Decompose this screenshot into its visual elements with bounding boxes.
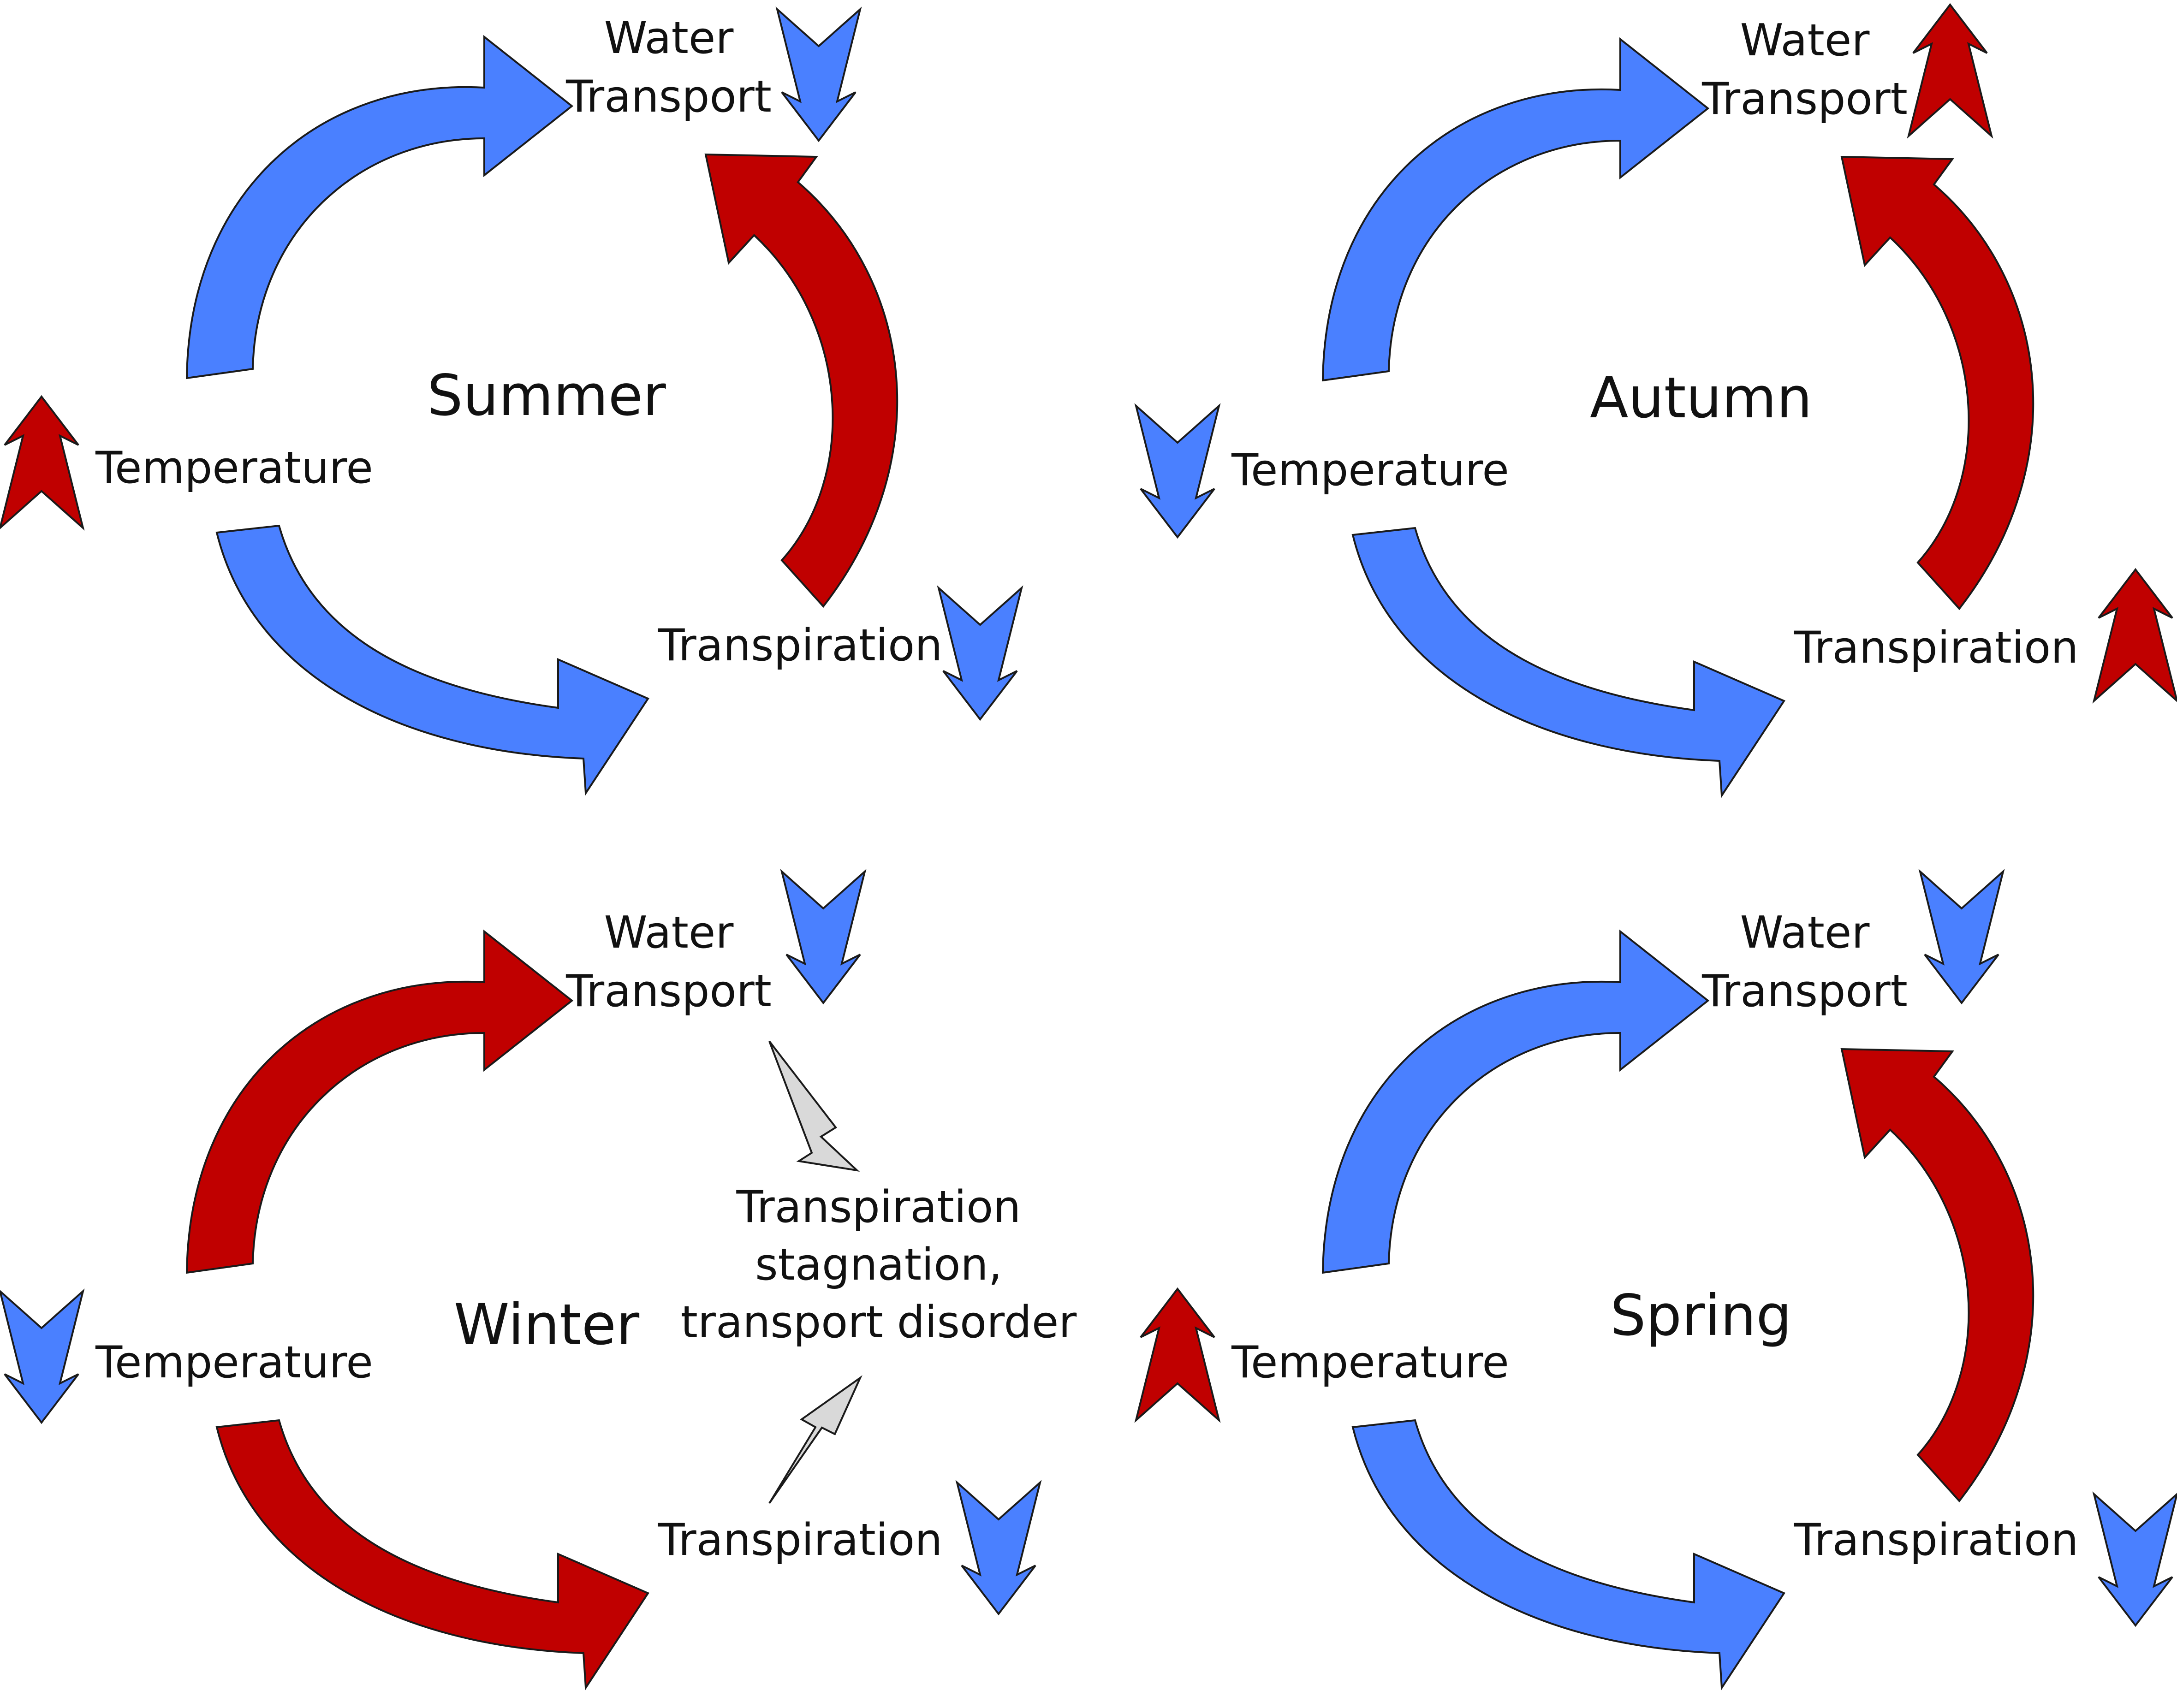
- temperature-label: Temperature: [95, 443, 373, 493]
- trend-arrow-water-transport: [780, 869, 867, 1005]
- transport-label: Transport: [1701, 966, 1908, 1017]
- trend-arrow-temperature: [1134, 403, 1221, 539]
- panel-spring: Spring Water Transport Temperature Trans…: [1134, 869, 2177, 1691]
- panel-summer: Summer Water Transport Temperature Trans…: [0, 6, 1023, 796]
- pointer-arrow-from-water-transport: [768, 1040, 860, 1172]
- trend-arrow-transpiration: [937, 585, 1023, 721]
- trend-arrow-water-transport: [1918, 869, 2005, 1005]
- season-title: Summer: [427, 363, 666, 428]
- panel-winter: Winter Water Transport Temperature Trans…: [0, 869, 1077, 1691]
- transport-label: Transport: [565, 71, 772, 122]
- temperature-label: Temperature: [95, 1337, 373, 1388]
- cycle-arrow-temperature-to-water: [185, 929, 574, 1274]
- cycle-arrow-transpiration-to-water: [1840, 155, 2034, 611]
- note-line-1: Transpiration: [736, 1182, 1021, 1233]
- transport-label: Transport: [565, 966, 772, 1017]
- water-label: Water: [604, 13, 734, 64]
- season-title: Autumn: [1590, 365, 1812, 431]
- transpiration-label: Transpiration: [1794, 1515, 2079, 1566]
- note-line-3: transport disorder: [681, 1297, 1077, 1348]
- panel-autumn: Autumn Water Transport Temperature Trans…: [1134, 3, 2177, 799]
- cycle-arrow-temperature-to-transpiration: [215, 524, 649, 796]
- season-title: Spring: [1610, 1283, 1792, 1348]
- water-label: Water: [1740, 15, 1870, 66]
- water-label: Water: [604, 907, 734, 958]
- temperature-label: Temperature: [1231, 445, 1509, 496]
- cycle-arrow-temperature-to-transpiration: [215, 1419, 649, 1691]
- transpiration-label: Transpiration: [658, 1515, 943, 1566]
- cycle-arrow-transpiration-to-water: [1840, 1048, 2034, 1503]
- trend-arrow-temperature: [0, 395, 85, 531]
- water-label: Water: [1740, 907, 1870, 958]
- cycle-arrow-temperature-to-water: [1321, 929, 1710, 1274]
- trend-arrow-transpiration: [955, 1480, 1042, 1616]
- cycle-arrow-temperature-to-water: [185, 35, 574, 380]
- transport-label: Transport: [1701, 74, 1908, 125]
- cycle-arrow-temperature-to-water: [1321, 37, 1710, 382]
- note-line-2: stagnation,: [755, 1239, 1002, 1290]
- trend-arrow-water-transport: [1907, 3, 1993, 139]
- cycle-arrow-temperature-to-transpiration: [1351, 1419, 1785, 1691]
- temperature-label: Temperature: [1231, 1337, 1509, 1388]
- cycle-arrow-temperature-to-transpiration: [1351, 527, 1785, 799]
- trend-arrow-water-transport: [775, 6, 862, 142]
- transpiration-label: Transpiration: [1794, 623, 2079, 673]
- cycle-arrow-transpiration-to-water: [704, 153, 898, 608]
- trend-arrow-temperature: [1134, 1287, 1221, 1423]
- transpiration-label: Transpiration: [658, 620, 943, 671]
- trend-arrow-transpiration: [2092, 1491, 2177, 1627]
- trend-arrow-transpiration: [2092, 568, 2177, 704]
- trend-arrow-temperature: [0, 1288, 85, 1424]
- season-title: Winter: [454, 1292, 640, 1358]
- pointer-arrow-from-transpiration: [768, 1375, 862, 1504]
